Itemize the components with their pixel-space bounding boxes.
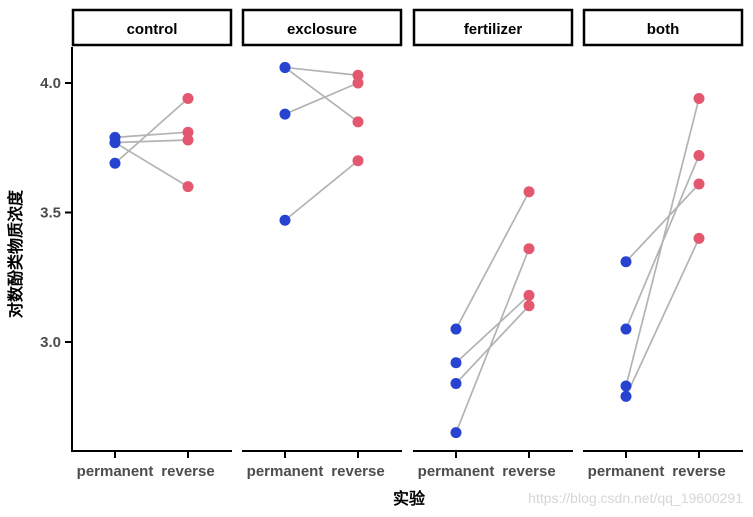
point-reverse — [352, 77, 364, 89]
point-reverse — [693, 178, 705, 190]
pair-line — [114, 131, 189, 139]
x-tick-label: permanent — [588, 463, 665, 480]
point-permanent — [450, 357, 462, 369]
x-tick-label: reverse — [161, 463, 214, 480]
point-permanent — [109, 157, 121, 169]
x-tick-label: permanent — [247, 463, 324, 480]
facet-header-box — [412, 8, 574, 47]
point-permanent — [109, 137, 121, 149]
x-axis-title: 实验 — [392, 491, 425, 508]
point-permanent — [450, 323, 462, 335]
point-reverse — [693, 93, 705, 105]
pair-line — [455, 305, 530, 385]
pair-line — [114, 141, 189, 188]
point-permanent — [450, 427, 462, 439]
facet-header-box — [582, 8, 744, 47]
pair-line — [455, 191, 530, 330]
point-permanent — [620, 256, 632, 268]
x-tick-label: reverse — [331, 463, 384, 480]
facet-label: exclosure — [287, 21, 357, 38]
x-tick-label: reverse — [502, 463, 555, 480]
pair-line — [625, 183, 700, 263]
point-permanent — [620, 380, 632, 392]
x-tick-label: permanent — [418, 463, 495, 480]
pair-line — [455, 294, 530, 364]
x-tick-label: permanent — [77, 463, 154, 480]
watermark: https://blog.csdn.net/qq_19600291 — [528, 490, 743, 506]
x-tick-label: reverse — [672, 463, 725, 480]
pair-line — [284, 66, 359, 123]
facet-header-box — [241, 8, 403, 47]
point-reverse — [523, 300, 535, 312]
point-reverse — [182, 93, 194, 105]
point-reverse — [182, 181, 194, 193]
pair-line — [284, 160, 359, 221]
point-reverse — [523, 243, 535, 255]
point-permanent — [450, 377, 462, 389]
point-reverse — [693, 150, 705, 162]
pair-line — [625, 98, 700, 387]
point-reverse — [523, 186, 535, 198]
facet-label: fertilizer — [464, 21, 523, 38]
point-permanent — [620, 323, 632, 335]
pair-line — [455, 248, 530, 433]
pair-line — [284, 82, 359, 115]
point-reverse — [352, 69, 364, 81]
point-permanent — [279, 108, 291, 120]
facet-label: control — [127, 21, 178, 38]
pair-line — [114, 139, 189, 144]
y-axis-title: 对数酚类物质浓度 — [8, 190, 25, 319]
point-reverse — [352, 116, 364, 128]
point-permanent — [279, 214, 291, 226]
point-reverse — [693, 232, 705, 244]
point-reverse — [523, 289, 535, 301]
facet-header-box — [71, 8, 233, 47]
y-tick-label: 4.0 — [40, 75, 61, 92]
point-reverse — [182, 134, 194, 146]
point-reverse — [182, 126, 194, 138]
y-tick-label: 3.5 — [40, 205, 61, 222]
pair-line — [625, 238, 700, 397]
pair-line — [284, 66, 359, 77]
point-permanent — [279, 61, 291, 73]
point-permanent — [620, 390, 632, 402]
facet-label: both — [647, 21, 679, 38]
point-reverse — [352, 155, 364, 167]
pair-line — [114, 97, 189, 164]
y-tick-label: 3.0 — [40, 334, 61, 351]
